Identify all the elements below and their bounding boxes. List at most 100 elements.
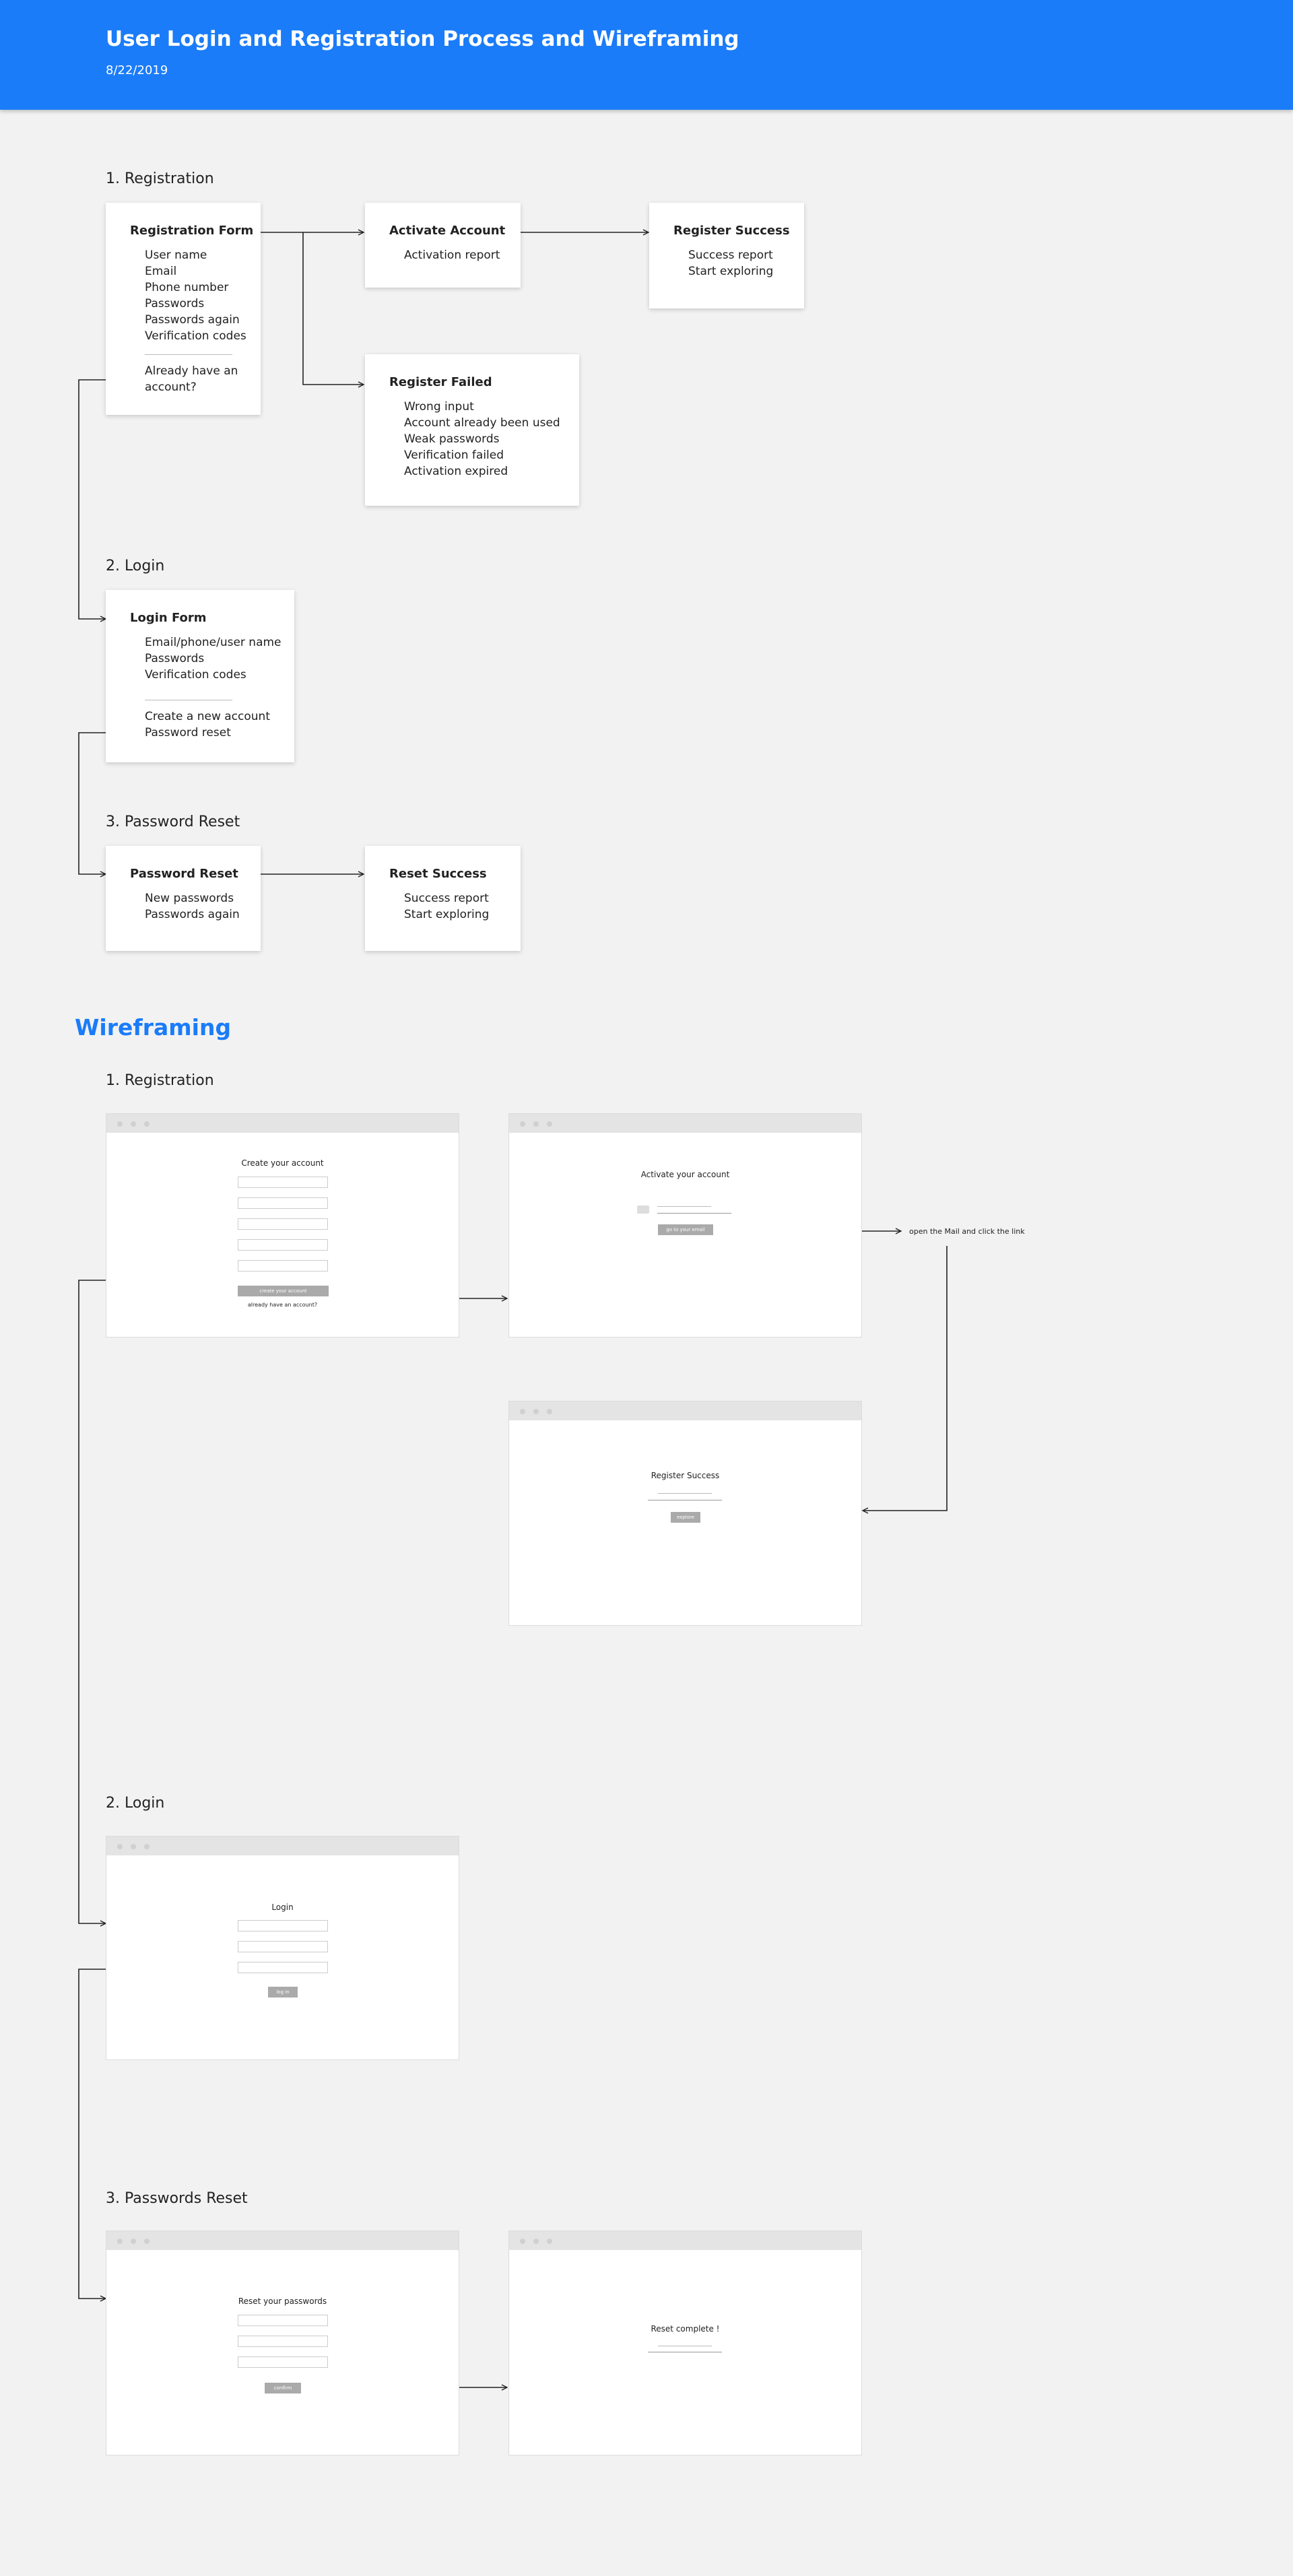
window-dot	[144, 1121, 150, 1127]
window-dot	[547, 2239, 552, 2244]
card-title: Login Form	[130, 611, 207, 625]
wf-input[interactable]	[238, 1239, 328, 1251]
card-link-password-reset[interactable]: Password reset	[145, 726, 231, 739]
card-item: Start exploring	[404, 908, 490, 921]
wf-input[interactable]	[238, 1260, 328, 1272]
window-dot	[533, 2239, 539, 2244]
window-dot	[547, 1121, 552, 1127]
wf-heading-login: 2. Login	[106, 1795, 165, 1812]
connector-login-reset	[78, 732, 128, 874]
card-item: Start exploring	[688, 265, 774, 278]
wf-connector-note-success	[863, 1246, 948, 1511]
wf-placeholder-line	[658, 1493, 712, 1494]
card-item: Activation expired	[404, 465, 508, 478]
card-item: Email	[145, 265, 177, 278]
window-dot	[547, 1409, 552, 1414]
card-item: Email/phone/user name	[145, 636, 281, 649]
wf-title: Activate your account	[640, 1170, 730, 1179]
wf-title: Register Success	[651, 1471, 720, 1480]
wf-frame-activate-account: Activate your account go to your email	[508, 1113, 862, 1337]
window-titlebar	[106, 2231, 459, 2250]
wireframing-heading: Wireframing	[75, 1014, 232, 1041]
card-registration-form: Registration Form User name Email Phone …	[106, 203, 261, 415]
card-items: Activation report	[404, 247, 500, 263]
window-titlebar	[509, 1114, 861, 1133]
card-title: Register Failed	[389, 375, 492, 389]
wf-note-open-mail: open the Mail and click the link	[909, 1227, 1025, 1236]
wf-heading-registration: 1. Registration	[106, 1072, 214, 1089]
wf-input[interactable]	[238, 2315, 328, 2326]
card-item: Account already been used	[404, 416, 560, 430]
card-link-already-have-account[interactable]: Already have an	[145, 364, 238, 378]
wf-input[interactable]	[238, 1941, 328, 1952]
wf-input[interactable]	[238, 1920, 328, 1931]
card-item: Verification codes	[145, 668, 246, 682]
page-date: 8/22/2019	[106, 63, 168, 77]
card-title: Registration Form	[130, 224, 254, 238]
card-title: Activate Account	[389, 224, 506, 238]
wf-placeholder-line	[657, 1206, 711, 1207]
card-item: User name	[145, 249, 207, 262]
connector-reg-login	[78, 379, 106, 619]
section-heading-registration: 1. Registration	[106, 170, 214, 187]
wf-input[interactable]	[238, 2356, 328, 2368]
card-register-failed: Register Failed Wrong input Account alre…	[365, 354, 579, 506]
card-item: Weak passwords	[404, 432, 500, 446]
wf-already-have-account-link[interactable]: already have an account?	[247, 1302, 318, 1308]
wf-placeholder-line	[657, 1213, 731, 1214]
connector-reg-failed	[302, 232, 364, 385]
wf-confirm-button[interactable]: confirm	[265, 2383, 301, 2393]
card-link-create-account[interactable]: Create a new account	[145, 710, 270, 723]
card-items: Success report Start exploring	[404, 890, 489, 923]
card-item: Passwords	[145, 297, 205, 310]
mail-icon	[637, 1206, 649, 1214]
section-heading-password-reset: 3. Password Reset	[106, 814, 240, 830]
window-titlebar	[106, 1114, 459, 1133]
card-item: Success report	[404, 892, 489, 905]
window-dot	[520, 2239, 525, 2244]
wf-frame-register-success: Register Success explore	[508, 1401, 862, 1626]
window-dot	[520, 1409, 525, 1414]
card-title: Reset Success	[389, 867, 487, 881]
card-item: New passwords	[145, 892, 234, 905]
wf-heading-passwords-reset: 3. Passwords Reset	[106, 2190, 248, 2207]
wf-login-button[interactable]: log in	[268, 1987, 298, 1997]
card-divider	[145, 354, 232, 355]
page-header: User Login and Registration Process and …	[0, 0, 1293, 110]
card-item: Activation report	[404, 249, 500, 262]
window-dot	[117, 1121, 123, 1127]
card-items: Success report Start exploring	[688, 247, 773, 279]
wf-go-to-email-button[interactable]: go to your email	[658, 1224, 713, 1235]
page-title: User Login and Registration Process and …	[106, 27, 739, 51]
wf-frame-reset-passwords: Reset your passwords confirm	[106, 2231, 459, 2455]
window-titlebar	[509, 1401, 861, 1420]
wf-create-account-button[interactable]: create your account	[238, 1286, 329, 1296]
wf-title: Reset complete !	[651, 2324, 720, 2334]
window-dot	[520, 1121, 525, 1127]
window-dot	[117, 2239, 123, 2244]
window-titlebar	[106, 1837, 459, 1855]
wf-frame-create-account: Create your account create your account …	[106, 1113, 459, 1337]
card-reset-success: Reset Success Success report Start explo…	[365, 846, 521, 951]
card-item: Verification failed	[404, 449, 504, 462]
wf-frame-login: Login log in	[106, 1836, 459, 2060]
wf-connector-login-reset	[78, 1969, 128, 2299]
card-link-already-have-account-2[interactable]: account?	[145, 381, 197, 394]
card-items: Wrong input Account already been used We…	[404, 399, 560, 480]
wf-input[interactable]	[238, 1962, 328, 1973]
window-dot	[144, 1844, 150, 1849]
wf-title: Create your account	[241, 1158, 324, 1168]
card-item: Passwords again	[145, 908, 240, 921]
card-register-success: Register Success Success report Start ex…	[649, 203, 804, 308]
section-heading-login: 2. Login	[106, 558, 165, 574]
wf-input[interactable]	[238, 1177, 328, 1188]
wf-input[interactable]	[238, 1197, 328, 1209]
card-items: User name Email Phone number Passwords P…	[145, 247, 246, 344]
wf-input[interactable]	[238, 2336, 328, 2347]
wf-input[interactable]	[238, 1218, 328, 1230]
wf-explore-button[interactable]: explore	[671, 1512, 700, 1523]
card-login-form: Login Form Email/phone/user name Passwor…	[106, 590, 294, 762]
wf-frame-reset-complete: Reset complete !	[508, 2231, 862, 2455]
card-title: Register Success	[673, 224, 790, 238]
window-dot	[533, 1409, 539, 1414]
